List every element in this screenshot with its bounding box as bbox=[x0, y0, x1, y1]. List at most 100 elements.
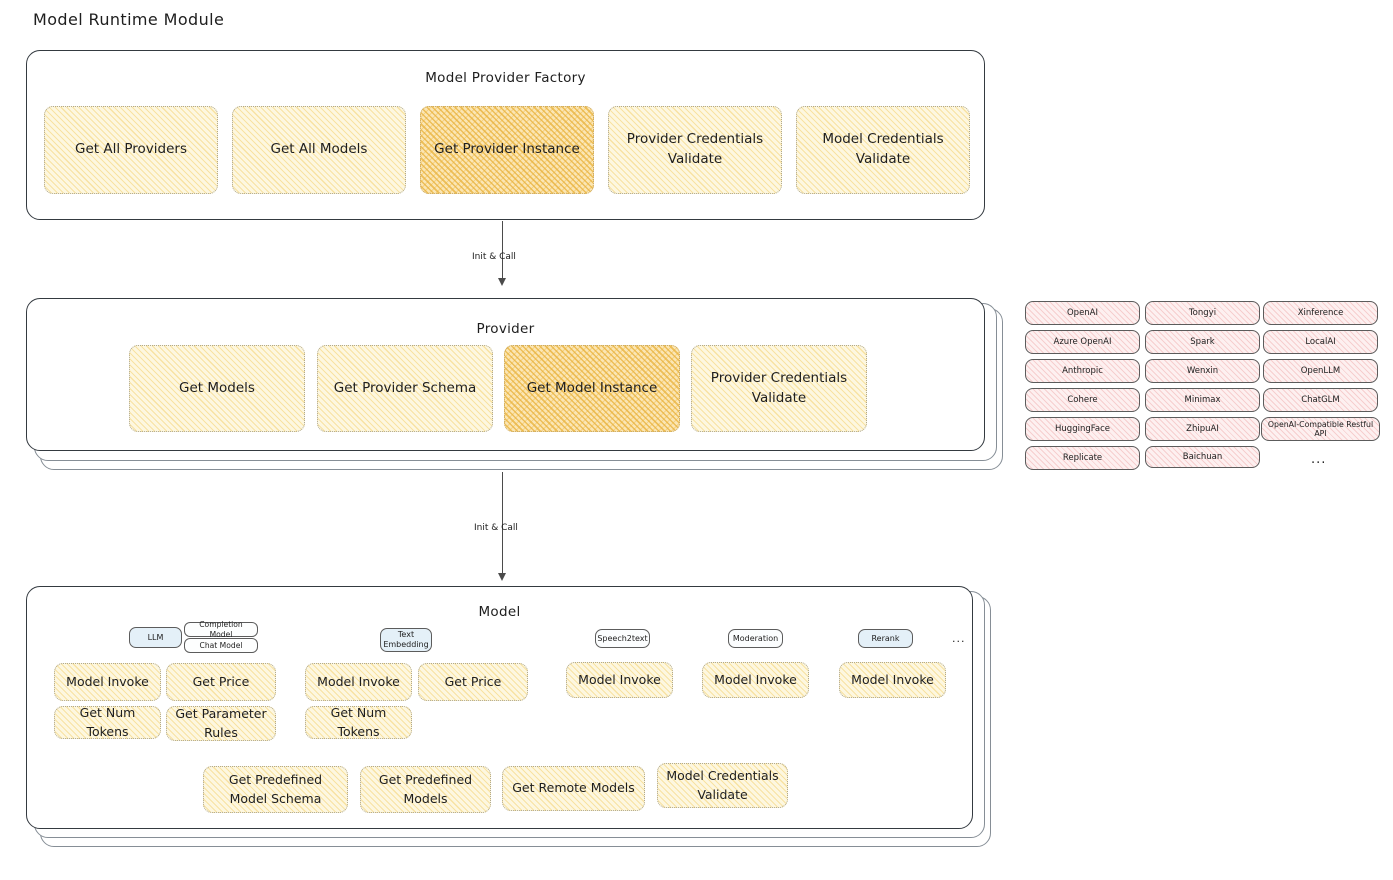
provider-chip-label: Azure OpenAI bbox=[1053, 337, 1112, 347]
provider-chip-azure-openai[interactable]: Azure OpenAI bbox=[1025, 330, 1140, 354]
model-type-label: Speech2text bbox=[597, 633, 648, 643]
provider-chip-replicate[interactable]: Replicate bbox=[1025, 446, 1140, 470]
op-label: Get Price bbox=[444, 673, 502, 689]
speech2text-op-model-invoke[interactable]: Model Invoke bbox=[566, 662, 673, 698]
provider-title: Provider bbox=[476, 321, 535, 337]
llm-op-get-num-tokens[interactable]: Get Num Tokens bbox=[54, 705, 161, 739]
embedding-op-model-invoke[interactable]: Model Invoke bbox=[305, 663, 412, 701]
factory-item-provider-credentials-validate[interactable]: Provider Credentials Validate bbox=[608, 106, 782, 194]
provider-chip-openai[interactable]: OpenAI bbox=[1025, 301, 1140, 325]
provider-chip-label: OpenAI-Compatible Restful API bbox=[1267, 420, 1374, 438]
embedding-op-get-price[interactable]: Get Price bbox=[418, 663, 528, 701]
op-label: Get Price bbox=[192, 673, 250, 689]
provider-chip-openllm[interactable]: OpenLLM bbox=[1263, 359, 1378, 383]
op-label: Model Invoke bbox=[851, 671, 934, 687]
provider-item-label: Get Provider Schema bbox=[333, 379, 477, 396]
provider-chip-minimax[interactable]: Minimax bbox=[1145, 388, 1260, 412]
provider-chip-label: OpenAI bbox=[1066, 308, 1099, 318]
provider-chip-xinference[interactable]: Xinference bbox=[1263, 301, 1378, 325]
provider-chip-label: Spark bbox=[1190, 337, 1215, 347]
llm-op-model-invoke[interactable]: Model Invoke bbox=[54, 663, 161, 701]
model-type-sub-label: Completion Model bbox=[199, 620, 243, 639]
common-op-get-predefined-model-schema[interactable]: Get Predefined Model Schema bbox=[203, 766, 348, 813]
embedding-op-get-num-tokens[interactable]: Get Num Tokens bbox=[305, 705, 412, 739]
arrow-factory-to-provider-line bbox=[502, 221, 503, 280]
model-type-badge-text-embedding[interactable]: Text Embedding bbox=[380, 628, 432, 652]
model-type-badge-speech2text[interactable]: Speech2text bbox=[595, 629, 650, 648]
op-label: Model Invoke bbox=[317, 673, 400, 689]
op-label: Get Predefined Model Schema bbox=[228, 772, 323, 806]
provider-chip-label: Baichuan bbox=[1182, 452, 1223, 462]
provider-chip-anthropic[interactable]: Anthropic bbox=[1025, 359, 1140, 383]
model-type-sub-label: Chat Model bbox=[199, 640, 243, 650]
provider-chip-label: Cohere bbox=[1067, 395, 1098, 405]
provider-chip-label: OpenLLM bbox=[1300, 366, 1341, 376]
model-type-label: Text Embedding bbox=[383, 630, 429, 649]
op-label: Model Invoke bbox=[714, 671, 797, 687]
provider-chip-label: Wenxin bbox=[1186, 366, 1219, 376]
provider-chip-label: Replicate bbox=[1062, 453, 1103, 463]
llm-op-get-price[interactable]: Get Price bbox=[166, 663, 276, 701]
provider-chip-tongyi[interactable]: Tongyi bbox=[1145, 301, 1260, 325]
model-type-label: LLM bbox=[147, 632, 164, 642]
llm-op-get-parameter-rules[interactable]: Get Parameter Rules bbox=[166, 706, 276, 741]
model-type-label: Rerank bbox=[871, 633, 900, 643]
op-label: Get Num Tokens bbox=[330, 705, 387, 739]
provider-chip-label: Anthropic bbox=[1062, 366, 1103, 376]
moderation-op-model-invoke[interactable]: Model Invoke bbox=[702, 662, 809, 698]
provider-chip-wenxin[interactable]: Wenxin bbox=[1145, 359, 1260, 383]
op-label: Model Invoke bbox=[578, 671, 661, 687]
provider-list-more-ellipsis: ... bbox=[1311, 452, 1327, 467]
model-type-badge-rerank[interactable]: Rerank bbox=[858, 629, 913, 648]
model-provider-factory-title: Model Provider Factory bbox=[425, 70, 586, 86]
provider-chip-chatglm[interactable]: ChatGLM bbox=[1263, 388, 1378, 412]
arrow-factory-to-provider-head bbox=[498, 278, 506, 286]
op-label: Model Credentials Validate bbox=[666, 768, 779, 802]
provider-chip-label: Xinference bbox=[1297, 308, 1344, 318]
model-title: Model bbox=[478, 604, 521, 620]
model-type-sub-chat-model[interactable]: Chat Model bbox=[184, 638, 258, 653]
provider-chip-cohere[interactable]: Cohere bbox=[1025, 388, 1140, 412]
op-label: Get Predefined Models bbox=[378, 772, 473, 806]
op-label: Model Invoke bbox=[66, 673, 149, 689]
provider-chip-label: LocalAI bbox=[1305, 337, 1336, 347]
common-op-get-remote-models[interactable]: Get Remote Models bbox=[502, 766, 645, 811]
factory-item-get-all-providers[interactable]: Get All Providers bbox=[44, 106, 218, 194]
op-label: Get Num Tokens bbox=[79, 705, 136, 739]
model-type-sub-completion-model[interactable]: Completion Model bbox=[184, 620, 258, 639]
provider-chip-zhipuai[interactable]: ZhipuAI bbox=[1145, 417, 1260, 441]
factory-item-model-credentials-validate[interactable]: Model Credentials Validate bbox=[796, 106, 970, 194]
provider-item-provider-credentials-validate[interactable]: Provider Credentials Validate bbox=[691, 345, 867, 432]
provider-item-get-models[interactable]: Get Models bbox=[129, 345, 305, 432]
provider-item-label: Get Models bbox=[179, 379, 255, 396]
common-op-model-credentials-validate[interactable]: Model Credentials Validate bbox=[657, 763, 788, 808]
op-label: Get Remote Models bbox=[512, 780, 635, 796]
factory-item-get-all-models[interactable]: Get All Models bbox=[232, 106, 406, 194]
factory-item-label: Get All Models bbox=[270, 141, 368, 158]
model-type-badge-moderation[interactable]: Moderation bbox=[728, 629, 783, 648]
rerank-op-model-invoke[interactable]: Model Invoke bbox=[839, 662, 946, 698]
provider-chip-label: ChatGLM bbox=[1301, 395, 1340, 405]
provider-chip-spark[interactable]: Spark bbox=[1145, 330, 1260, 354]
provider-chip-baichuan[interactable]: Baichuan bbox=[1145, 446, 1260, 468]
factory-item-label: Model Credentials Validate bbox=[822, 131, 944, 167]
factory-item-label: Provider Credentials Validate bbox=[626, 131, 764, 167]
page-title: Model Runtime Module bbox=[33, 10, 225, 29]
provider-chip-openai-compatible-restful-api[interactable]: OpenAI-Compatible Restful API bbox=[1261, 417, 1380, 441]
provider-chip-label: ZhipuAI bbox=[1186, 424, 1219, 434]
provider-item-get-provider-schema[interactable]: Get Provider Schema bbox=[317, 345, 493, 432]
provider-item-label: Get Model Instance bbox=[526, 379, 658, 396]
arrow-provider-to-model-line bbox=[502, 472, 503, 576]
provider-chip-huggingface[interactable]: HuggingFace bbox=[1025, 417, 1140, 441]
model-type-badge-llm[interactable]: LLM bbox=[129, 627, 182, 648]
factory-item-get-provider-instance[interactable]: Get Provider Instance bbox=[420, 106, 594, 194]
op-label: Get Parameter Rules bbox=[175, 706, 267, 740]
provider-item-get-model-instance[interactable]: Get Model Instance bbox=[504, 345, 680, 432]
arrow-provider-to-model-label: Init & Call bbox=[474, 523, 518, 533]
factory-item-label: Get Provider Instance bbox=[434, 141, 580, 158]
provider-item-label: Provider Credentials Validate bbox=[710, 369, 848, 406]
provider-chip-localai[interactable]: LocalAI bbox=[1263, 330, 1378, 354]
common-op-get-predefined-models[interactable]: Get Predefined Models bbox=[360, 766, 491, 813]
provider-chip-label: Tongyi bbox=[1188, 308, 1217, 318]
